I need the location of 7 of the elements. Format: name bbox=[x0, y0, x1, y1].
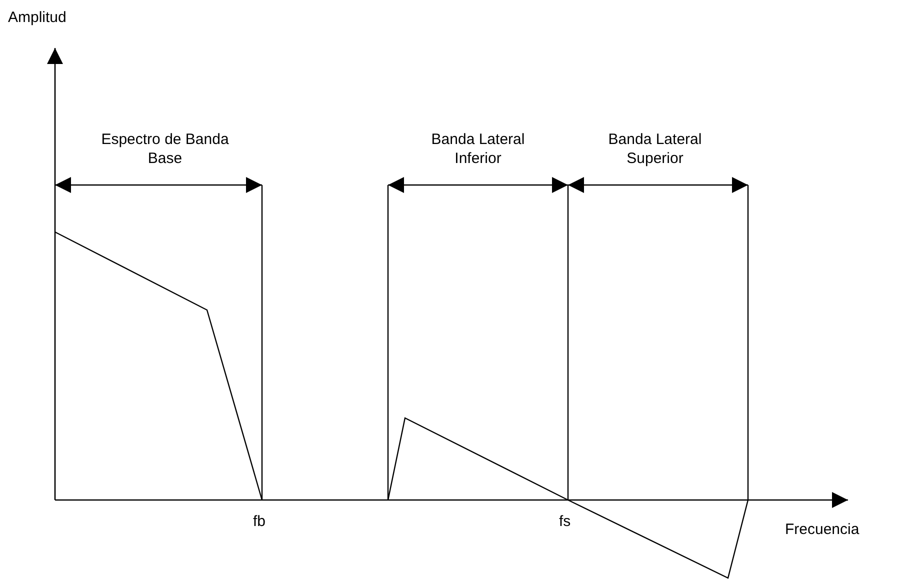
band-label: Espectro de Banda Base bbox=[100, 130, 230, 168]
band-label: Banda Lateral Superior bbox=[607, 130, 703, 168]
axis-label: Amplitud bbox=[8, 8, 66, 27]
tick-label: fs bbox=[559, 512, 571, 531]
tick-label: fb bbox=[253, 512, 266, 531]
band-label: Banda Lateral Inferior bbox=[430, 130, 526, 168]
axis-label: Frecuencia bbox=[785, 520, 860, 539]
